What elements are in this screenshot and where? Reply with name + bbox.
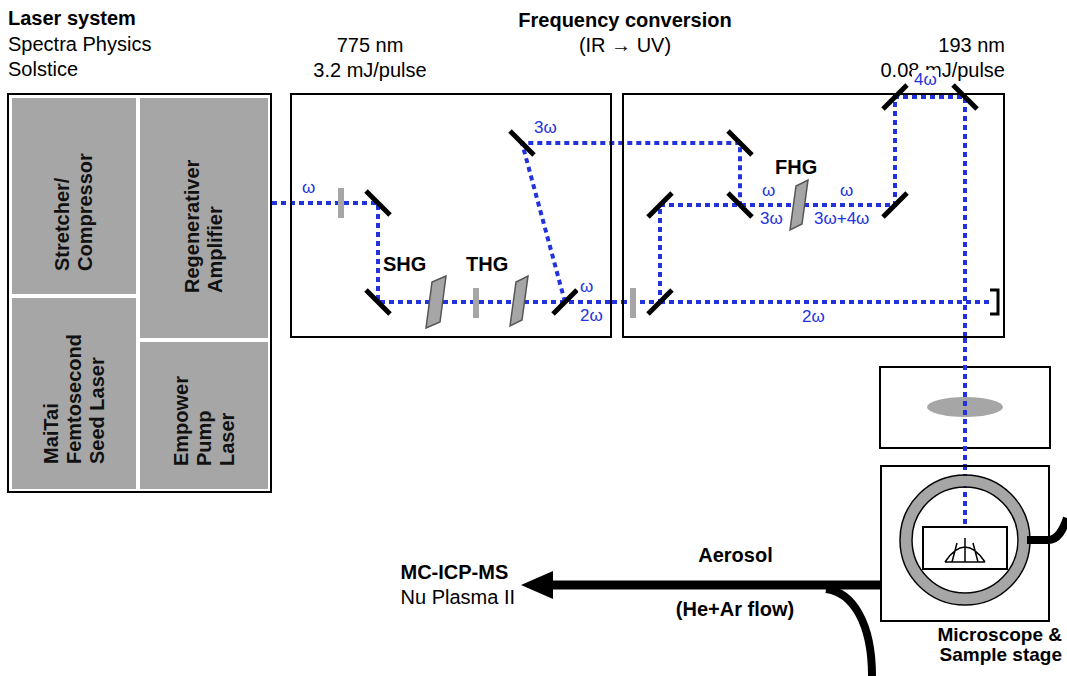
mirror (883, 85, 907, 109)
laser-beam (612, 300, 622, 304)
laser-beam (290, 97, 992, 527)
beam-label: 3ω (532, 118, 559, 138)
instrument-name: MC-ICP-MS (401, 560, 515, 585)
waveplate (473, 288, 479, 318)
gas-line (1027, 518, 1067, 540)
mirror (728, 131, 752, 155)
fossil-sample (945, 538, 985, 562)
beam-label: 2ω (800, 307, 827, 327)
mirror (553, 290, 577, 314)
laser-module: MaiTai Femtosecond Seed Laser (12, 298, 136, 489)
beam-label: ω (300, 178, 317, 198)
mirror (510, 131, 534, 155)
thg-crystal (510, 276, 528, 326)
edge-label: Aerosol (698, 543, 772, 567)
ablation-cell-ring (906, 481, 1024, 599)
mirror (728, 193, 752, 217)
ablation-cell-outline (900, 475, 1030, 605)
module-label: Stretcher/ Compressor (51, 121, 97, 271)
heading-text: 775 nm (290, 33, 450, 57)
mirror (953, 85, 977, 109)
laser-module: Empower Pump Laser (140, 342, 268, 489)
subheading-text: 3.2 mJ/pulse (290, 58, 450, 82)
mirror (648, 193, 672, 217)
beam-label: 2ω (578, 306, 605, 326)
beam-label: 3ω+4ω (812, 209, 871, 229)
module-label: Empower Pump Laser (170, 366, 239, 466)
sample-stage-box: Microscope & Sample stage (880, 465, 1050, 622)
component-label: (He+Ar flow) (640, 597, 830, 621)
laser-beam-connector (965, 338, 966, 465)
component-label: Frequency conversion (470, 8, 780, 32)
ablation-cell-outline (912, 487, 1018, 593)
waveplate (630, 288, 636, 318)
module-label: Regenerativer Amplifier (181, 143, 227, 293)
laser-module: Stretcher/ Compressor (12, 98, 136, 294)
laser-beam-connector (612, 302, 622, 303)
waveplates (338, 188, 636, 318)
arrowhead (521, 571, 553, 599)
component-label: SHG (383, 252, 426, 276)
waveplate (338, 188, 344, 218)
crystals (426, 180, 808, 328)
mirror (883, 193, 907, 217)
heading-text: 193 nm (845, 33, 1005, 57)
sample-holder (923, 527, 1007, 569)
subheading-text: Spectra Physics (8, 32, 258, 56)
mirror-set (366, 85, 977, 314)
gas-inlet-line (826, 589, 872, 676)
beam-label: ω (760, 181, 777, 201)
module-label: MaiTai Femtosecond Seed Laser (40, 324, 109, 464)
aerosol-flow-arrow (521, 571, 880, 599)
beam-label: 4ω (912, 70, 939, 90)
instrument-label: MC-ICP-MSNu Plasma II (401, 560, 515, 610)
beam-label: 3ω (758, 209, 785, 229)
subheading-text: Solstice (8, 57, 258, 81)
note-label: (IR → UV) (470, 33, 780, 57)
laser-beam-connector (272, 203, 290, 204)
conversion-stage-box: 775 nm3.2 mJ/pulse (290, 93, 612, 338)
laser-beam (963, 338, 967, 465)
instrument-model: Nu Plasma II (401, 585, 515, 610)
laser-beam (522, 143, 740, 302)
beam-label: ω (838, 181, 855, 201)
beam-dump (990, 290, 998, 314)
heading-text: Microscope & Sample stage (880, 625, 1062, 665)
laser-beam (660, 300, 992, 304)
mirror (366, 191, 390, 215)
heading-text: Laser system (8, 6, 258, 30)
laser-module: Regenerativer Amplifier (140, 98, 268, 338)
mirror (648, 290, 672, 314)
laser-beam (272, 201, 290, 205)
laser-system-box: Laser systemSpectra PhysicsSolsticeStret… (7, 93, 272, 493)
beam-label: ω (578, 277, 595, 297)
mirror (366, 290, 390, 314)
flow-line (547, 581, 880, 590)
objective-box (880, 367, 1050, 448)
fhg-crystal (790, 180, 808, 230)
component-label: FHG (775, 155, 817, 179)
shg-crystal (426, 276, 446, 328)
component-label: THG (466, 252, 508, 276)
